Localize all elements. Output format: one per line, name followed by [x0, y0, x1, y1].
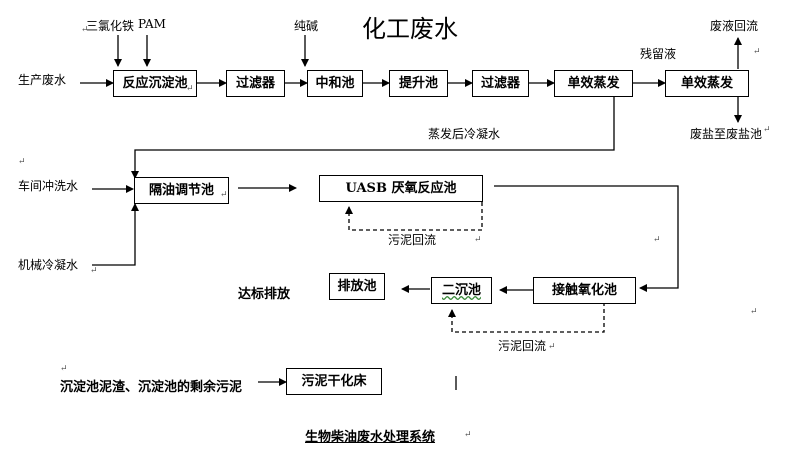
- paragraph-mark: ↵: [753, 47, 761, 57]
- arrow-sludge-return-oxidation: [448, 302, 605, 333]
- box-sludge-drying-label: 污泥干化床: [301, 374, 367, 389]
- label-waste-return: 废液回流: [710, 19, 759, 33]
- box-contact-oxidation: 接触氧化池: [533, 277, 636, 304]
- box-discharge-label: 排放池: [337, 279, 377, 294]
- diagram-caption: 生物柴油废水处理系统: [305, 430, 436, 445]
- arrow-mech-condensate: [92, 203, 139, 266]
- box-evaporator-1-label: 单效蒸发: [567, 76, 620, 91]
- paragraph-mark: ↵: [750, 307, 758, 317]
- arrow-sludge-return-uasb: [345, 202, 483, 231]
- label-waste-salt: 废盐至废盐池: [690, 127, 763, 141]
- paragraph-mark: ↵: [474, 235, 482, 245]
- label-sludge-return-2: 污泥回流: [498, 339, 547, 353]
- box-neutralization-label: 中和池: [315, 76, 355, 91]
- box-oil-separation: 隔油调节池: [134, 177, 229, 204]
- paragraph-mark: ↵: [60, 364, 68, 374]
- box-filter-2: 过滤器: [472, 70, 529, 97]
- paragraph-mark: ↵: [81, 25, 89, 35]
- box-discharge: 排放池: [329, 273, 385, 300]
- box-evaporator-2: 单效蒸发: [665, 70, 749, 97]
- paragraph-mark: ↵: [90, 266, 98, 276]
- box-uasb: UASB 厌氧反应池: [319, 175, 483, 202]
- paragraph-mark: ↵: [18, 157, 26, 167]
- box-evaporator-2-label: 单效蒸发: [680, 76, 733, 91]
- label-sludge-return-1: 污泥回流: [388, 233, 437, 247]
- label-sludge-source: 沉淀池泥渣、沉淀池的剩余污泥: [60, 380, 243, 395]
- box-lift: 提升池: [389, 70, 448, 97]
- box-oil-separation-label: 隔油调节池: [148, 183, 214, 198]
- box-uasb-label: UASB 厌氧反应池: [345, 181, 457, 196]
- label-fecl3: 三氯化铁: [86, 19, 135, 33]
- box-neutralization: 中和池: [307, 70, 363, 97]
- label-mech-condensate: 机械冷凝水: [18, 258, 79, 272]
- paragraph-mark: ↵: [763, 125, 771, 135]
- box-reaction-sedimentation-label: 反应沉淀池: [122, 76, 188, 91]
- arrow-condensate-loop: [131, 97, 615, 179]
- box-filter-2-label: 过滤器: [480, 76, 520, 91]
- label-soda: 纯碱: [294, 19, 319, 33]
- diagram-title: 化工废水: [362, 15, 458, 43]
- paragraph-mark: ↵: [548, 342, 556, 352]
- box-sludge-drying: 污泥干化床: [286, 368, 382, 395]
- paragraph-mark: ↵: [464, 430, 472, 440]
- label-production-water: 生产废水: [18, 73, 67, 87]
- box-filter-1: 过滤器: [226, 70, 285, 97]
- box-contact-oxidation-label: 接触氧化池: [551, 283, 617, 298]
- box-reaction-sedimentation: 反应沉淀池: [113, 70, 197, 97]
- label-condensate: 蒸发后冷凝水: [428, 127, 501, 141]
- label-residual: 残留液: [640, 47, 677, 61]
- label-compliance: 达标排放: [238, 287, 291, 302]
- box-secondary-clarifier: 二沉池: [431, 277, 492, 304]
- paragraph-mark: ↵: [186, 84, 194, 94]
- paragraph-mark: ↵: [220, 190, 228, 200]
- box-evaporator-1: 单效蒸发: [554, 70, 633, 97]
- box-secondary-clarifier-label: 二沉池: [441, 283, 481, 298]
- arrow-uasb-to-oxidation: [494, 185, 679, 292]
- label-pam: PAM: [138, 17, 166, 31]
- box-lift-label: 提升池: [398, 76, 438, 91]
- paragraph-mark: ↵: [653, 235, 661, 245]
- box-filter-1-label: 过滤器: [235, 76, 275, 91]
- label-workshop-water: 车间冲洗水: [18, 179, 79, 193]
